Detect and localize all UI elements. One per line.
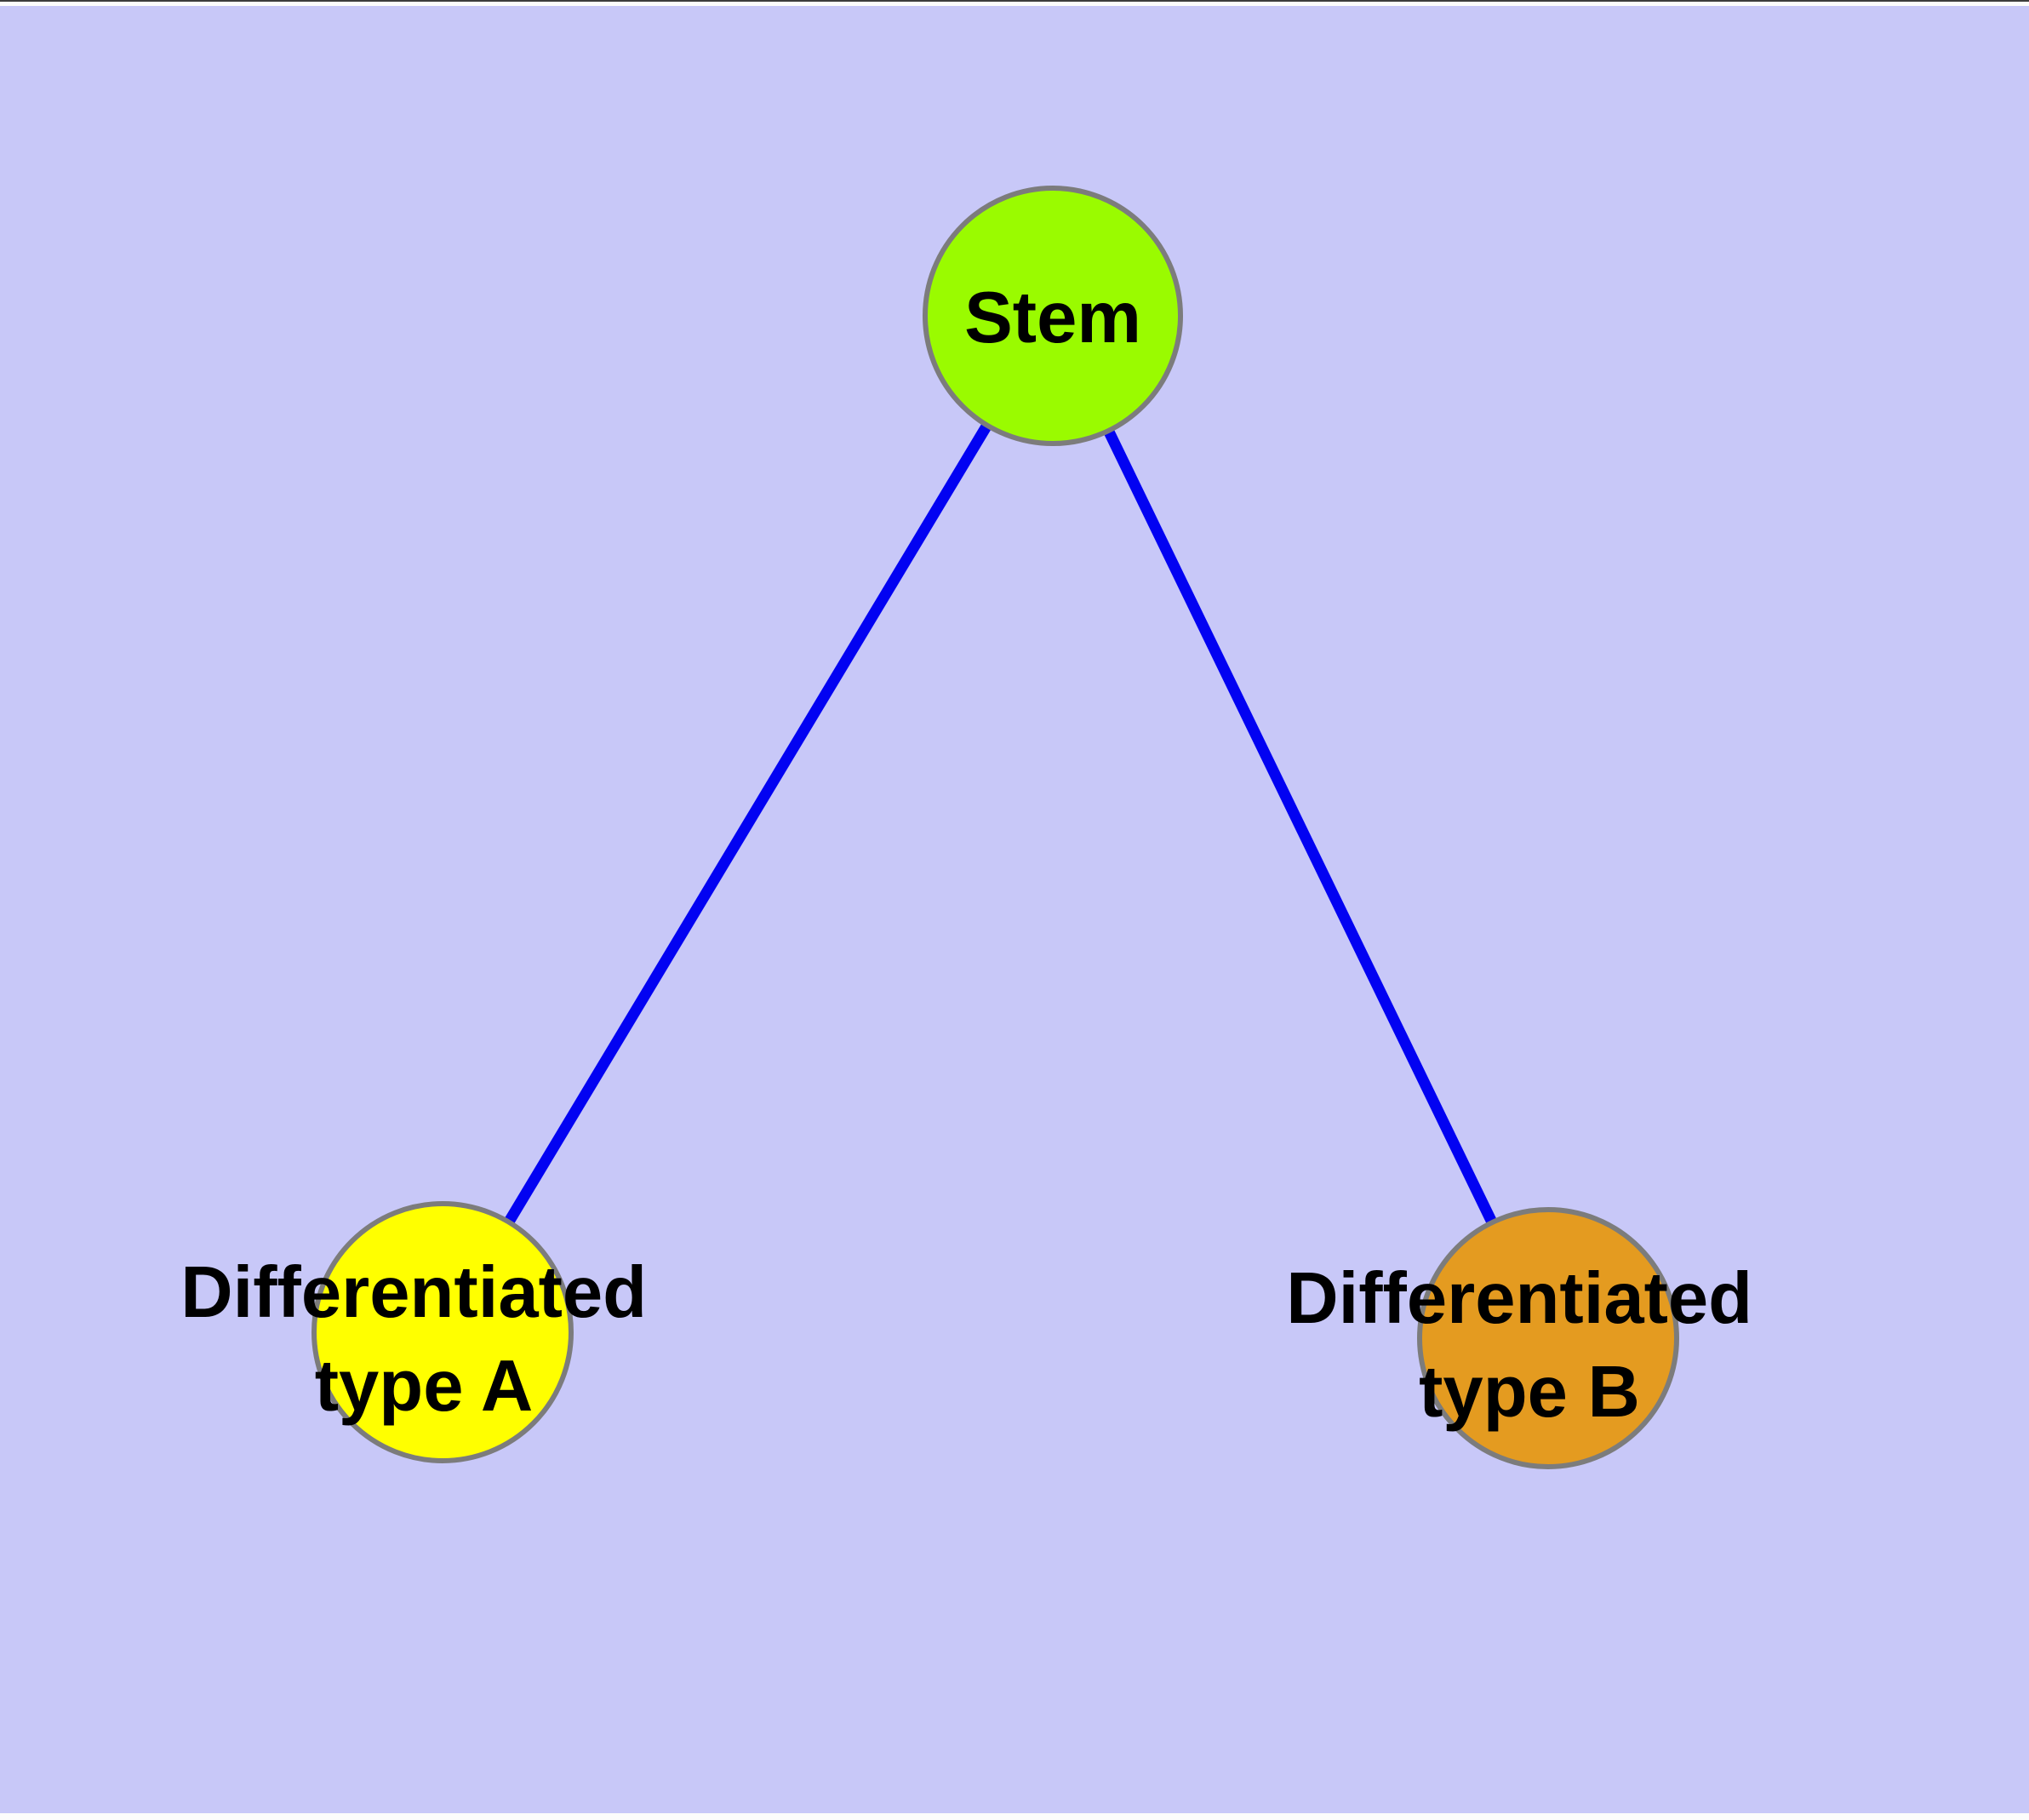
type-b-label-line1: Differentiated: [1286, 1258, 1752, 1339]
type-a-label-line1: Differentiated: [180, 1252, 647, 1333]
node-differentiated-type-a-label: Differentiated type A: [180, 1252, 666, 1427]
window-top-border: [0, 0, 2029, 2]
node-stem-label: Stem: [964, 278, 1141, 358]
type-a-label-line2: type A: [315, 1346, 534, 1427]
node-differentiated-type-b-label: Differentiated type B: [1286, 1258, 1772, 1433]
node-differentiated-type-b: [1417, 1207, 1679, 1469]
node-stem: [923, 186, 1183, 446]
edge-stem-to-type-a: [437, 312, 1058, 1336]
type-b-label-line2: type B: [1419, 1352, 1640, 1433]
node-differentiated-type-a: [311, 1201, 574, 1463]
edge-stem-to-type-b: [1048, 313, 1553, 1341]
